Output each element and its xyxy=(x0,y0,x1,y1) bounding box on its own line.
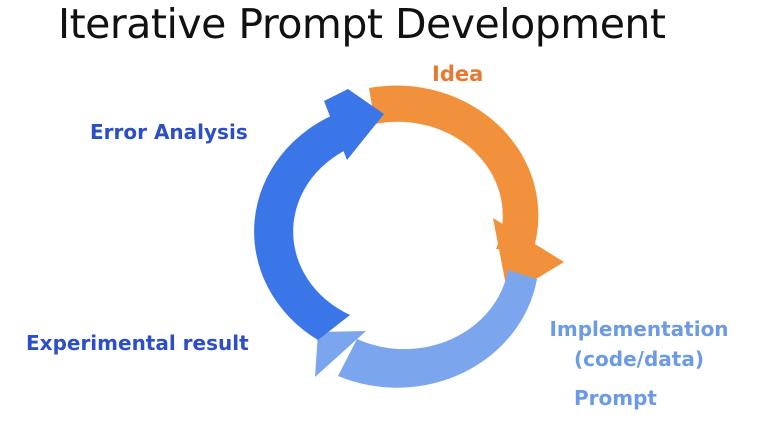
stage-label-error-analysis: Error Analysis xyxy=(90,120,248,144)
stage-label-idea: Idea xyxy=(432,62,484,86)
implementation-to-result-arc xyxy=(338,270,537,388)
stage-label-prompt: Prompt xyxy=(574,386,657,410)
stage-label-experimental-result: Experimental result xyxy=(26,331,249,355)
slide-title: Iterative Prompt Development xyxy=(58,0,666,48)
implementation-line-2: (code/data) xyxy=(574,347,704,371)
implementation-to-result-arrowhead xyxy=(315,331,366,377)
stage-label-implementation: Implementation (code/data) xyxy=(536,314,742,374)
result-to-idea-arrowhead xyxy=(324,89,384,160)
idea-to-implementation-arc xyxy=(369,85,539,252)
result-to-idea-arc xyxy=(254,112,357,340)
implementation-line-1: Implementation xyxy=(549,317,729,341)
